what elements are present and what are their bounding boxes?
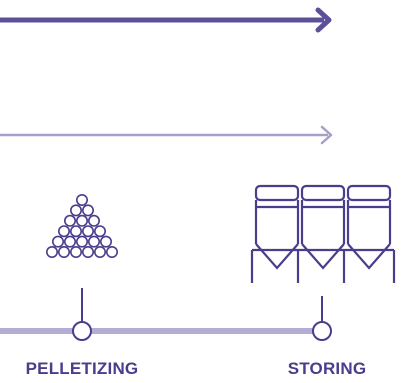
silo-2: [300, 184, 346, 270]
pellet: [100, 235, 113, 248]
pellet: [57, 246, 70, 259]
pelletizing-node: [72, 321, 92, 341]
pelletizing-label: PELLETIZING: [26, 359, 139, 378]
pellet-pyramid-icon: [45, 194, 119, 259]
pellet: [88, 214, 101, 227]
storing-node: [312, 321, 332, 341]
pellet: [82, 225, 95, 238]
middle-arrow: [0, 125, 333, 145]
pellet: [70, 225, 83, 238]
pellet: [51, 235, 64, 248]
pellet: [64, 235, 77, 248]
pellet: [82, 246, 95, 259]
pellet: [57, 225, 70, 238]
pellet: [64, 214, 77, 227]
storing-label: STORING: [288, 359, 367, 378]
pellet: [76, 214, 89, 227]
process-timeline: [0, 288, 332, 341]
silo-icon: [250, 184, 396, 283]
pellet: [70, 204, 83, 217]
silo-support-frame: [250, 248, 396, 283]
pellet: [70, 246, 83, 259]
pellet: [82, 204, 95, 217]
silo-3: [346, 184, 392, 270]
pellet: [94, 246, 107, 259]
pellet: [45, 246, 58, 259]
pellet: [76, 235, 89, 248]
pellet: [106, 246, 119, 259]
silo-1: [254, 184, 300, 270]
top-arrow: [0, 7, 332, 33]
pellet: [94, 225, 107, 238]
pellet: [88, 235, 101, 248]
pellet: [76, 194, 89, 207]
